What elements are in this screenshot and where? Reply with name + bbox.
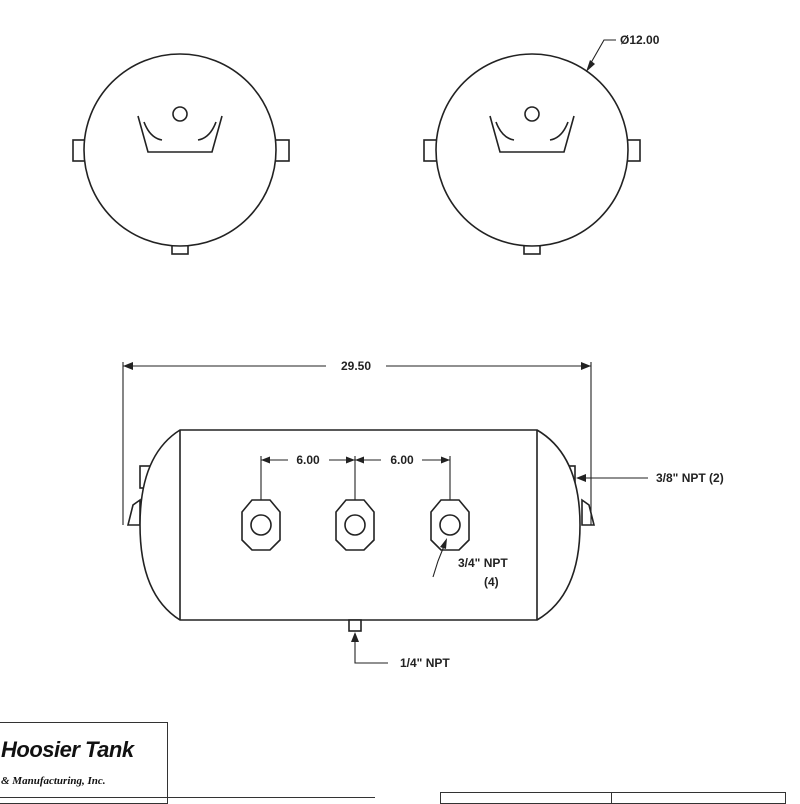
drain-port-arrow: [351, 632, 359, 642]
left-end-view-right-lug: [274, 139, 290, 162]
company-logo: Hoosier Tank & Manufacturing, Inc.: [0, 722, 168, 804]
side-port-label: 3/4" NPT: [458, 556, 508, 570]
end-view-right: [423, 53, 641, 255]
drain-port-callout: 1/4" NPT: [351, 632, 450, 670]
right-saddle-foot: [581, 498, 596, 526]
right-end-view-bracket: [489, 115, 575, 153]
side-port-1: [241, 499, 281, 551]
overall-length-label: 29.50: [341, 359, 371, 373]
left-saddle-foot: [126, 498, 141, 526]
side-view: [126, 429, 596, 632]
left-end-view-bracket: [137, 115, 223, 153]
end-port-arrow: [576, 474, 586, 482]
left-end-view-bracket-inner: [143, 121, 217, 141]
overall-length-arrow-left: [123, 362, 133, 370]
port-spacing-arrow-2: [346, 456, 355, 464]
left-end-view-port: [172, 106, 188, 122]
port-spacing-right-label: 6.00: [390, 453, 414, 467]
side-port-3: [430, 499, 470, 551]
right-end-view-port: [524, 106, 540, 122]
side-port-count: (4): [484, 575, 499, 589]
diameter-leader: [587, 39, 616, 69]
left-end-view-circle: [83, 53, 277, 247]
company-subtitle: & Manufacturing, Inc.: [1, 775, 106, 787]
drain-fitting: [348, 619, 362, 632]
drain-port-label: 1/4" NPT: [400, 656, 450, 670]
end-view-left: [72, 53, 290, 255]
end-port-callout: 3/8" NPT (2): [576, 471, 724, 485]
port-spacing-arrow-3: [355, 456, 364, 464]
title-block-strip: [0, 797, 375, 801]
side-port-arrow: [440, 538, 447, 549]
overall-length-dimension: 29.50: [122, 359, 592, 525]
diameter-label: Ø12.00: [620, 33, 660, 47]
right-end-view-circle: [435, 53, 629, 247]
diameter-arrow: [586, 60, 595, 72]
port-spacing-left-label: 6.00: [296, 453, 320, 467]
title-block-divider: [611, 793, 612, 803]
drain-port-leader: [354, 636, 388, 664]
diameter-dimension: Ø12.00: [586, 33, 660, 72]
title-block: [440, 792, 786, 804]
port-spacing-dimension: 6.00 6.00: [260, 453, 451, 500]
port-spacing-arrow-1: [261, 456, 270, 464]
end-port-label: 3/8" NPT (2): [656, 471, 724, 485]
right-end-view-bracket-inner: [495, 121, 569, 141]
side-port-callout: 3/4" NPT (4): [432, 538, 508, 589]
side-port-2: [335, 499, 375, 551]
port-spacing-arrow-4: [441, 456, 450, 464]
overall-length-arrow-right: [581, 362, 591, 370]
company-name: Hoosier Tank: [1, 737, 134, 762]
